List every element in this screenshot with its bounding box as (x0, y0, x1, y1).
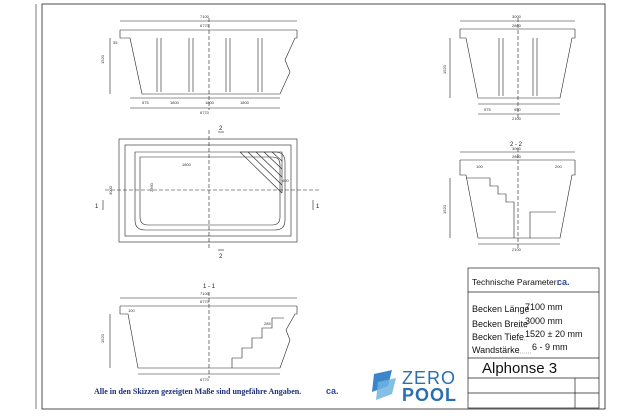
dim-end-total: 3000 (512, 14, 522, 19)
param-length-value: 7100 mm (525, 302, 563, 312)
dim-sec2-right: 200 (555, 164, 562, 169)
dim-top-total: 7100 (200, 14, 210, 19)
param-length-label: Becken Länge (472, 304, 530, 314)
dim-depth-end: 1520 (442, 64, 447, 74)
param-depth-label: Becken Tiefe (472, 332, 524, 342)
dim-seg-3: 1800 (205, 100, 215, 105)
section-1-1-view (109, 292, 298, 378)
cut-marker-1-left: 1 (95, 204, 99, 210)
cut-marker-2-bottom: 2 (219, 254, 223, 260)
param-width-label: Becken Breite (472, 319, 528, 329)
plan-view (102, 130, 320, 251)
dim-plan-step: 400 (282, 178, 289, 183)
dim-sec1-depth: 1520 (100, 333, 105, 343)
dim-sec2-depth: 1520 (442, 204, 447, 214)
logo-line-1: ZERO (402, 368, 456, 388)
param-depth-value: 1520 ± 20 mm (525, 329, 582, 339)
dim-plan-width: 3000 (108, 185, 113, 195)
dim-sec1-bottom: 6770 (200, 377, 210, 382)
dim-sec2-left: 100 (476, 164, 483, 169)
dim-plan-len: 1800 (182, 162, 192, 167)
dim-sec2-inner: 2860 (512, 154, 522, 159)
cut-marker-1-right: 1 (316, 204, 320, 210)
end-elevation-view (449, 18, 576, 118)
dim-seg-2: 1800 (170, 100, 180, 105)
dim-end-mid: 950 (514, 107, 521, 112)
cut-marker-2-top: 2 (219, 126, 223, 132)
section-2-2-view (449, 148, 576, 248)
param-wall-value: 6 - 9 mm (532, 342, 568, 352)
dim-sec2-total: 3000 (512, 146, 522, 151)
model-name: Alphonse 3 (482, 360, 557, 377)
dim-end-left: 575 (484, 107, 491, 112)
disclaimer-ca: ca. (326, 386, 339, 396)
logo-mark-icon (372, 370, 392, 392)
dim-sec1-small: 100 (128, 308, 135, 313)
section-2-2-label: 2 - 2 (510, 142, 523, 148)
dim-sec1-step: 285 (264, 321, 271, 326)
side-elevation-view (109, 18, 298, 110)
dim-top-inner: 6770 (200, 23, 210, 28)
section-1-1-label: 1 - 1 (203, 284, 216, 290)
dim-sec1-total: 7100 (200, 291, 210, 296)
dim-small-35: 35 (113, 40, 118, 45)
dim-end-bottom: 2100 (512, 116, 522, 121)
parameter-table (467, 267, 600, 409)
dim-seg-4: 1800 (240, 100, 250, 105)
param-width-value: 3000 mm (525, 316, 563, 326)
dim-sec2-bottom: 2100 (512, 247, 522, 252)
param-wall-label: Wandstärke (472, 345, 520, 355)
params-header: Technische Parameter: (472, 277, 559, 287)
params-ca: ca. (557, 277, 570, 287)
param-dotted-leaders (512, 312, 532, 354)
disclaimer-note: Alle in den Skizzen gezeigten Maße sind … (94, 387, 301, 396)
dim-depth-side: 1520 (100, 54, 105, 64)
dim-end-inner: 2860 (512, 23, 522, 28)
dim-seg-1: 575 (142, 100, 149, 105)
zero-pool-logo: ZERO POOL (372, 368, 457, 405)
drawing-frame (41, 3, 606, 410)
dim-plan-inner: 2860 (149, 182, 154, 192)
dim-sec1-inner: 6770 (200, 299, 210, 304)
logo-line-2: POOL (402, 385, 457, 405)
dim-bottom-inner: 6770 (200, 110, 210, 115)
